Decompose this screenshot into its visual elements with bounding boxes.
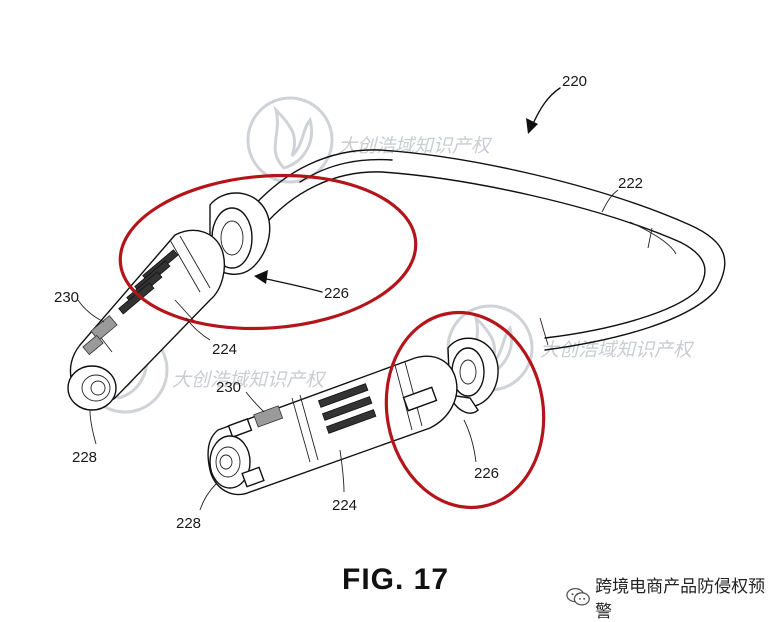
wechat-icon bbox=[566, 587, 590, 606]
watermark-text: 大创浩域知识产权 bbox=[338, 135, 493, 157]
ref-numeral-230-upper: 230 bbox=[54, 289, 79, 306]
rear-earbud-housing bbox=[67, 229, 226, 411]
ref-numeral-228-lower: 228 bbox=[176, 515, 201, 532]
ref-numeral-224-lower: 224 bbox=[332, 497, 357, 514]
highlight-circle-front-hinge bbox=[384, 310, 546, 510]
ref-numeral-224-upper: 224 bbox=[212, 341, 237, 358]
flame-seal-icon bbox=[246, 96, 334, 184]
front-hinge-joint bbox=[447, 337, 499, 414]
source-credit: 跨境电商产品防侵权预警 bbox=[566, 572, 769, 622]
front-earbud-housing bbox=[207, 355, 458, 496]
highlight-circle-rear-hinge bbox=[118, 173, 418, 331]
figure-title: FIG. 17 bbox=[342, 563, 450, 596]
front-button bbox=[253, 405, 284, 428]
ref-numeral-226-upper: 226 bbox=[324, 285, 349, 302]
rear-button bbox=[90, 315, 118, 341]
neckband bbox=[249, 149, 726, 351]
source-credit-text: 跨境电商产品防侵权预警 bbox=[595, 577, 766, 622]
ref-numeral-226-lower: 226 bbox=[474, 465, 499, 482]
ref-numeral-222: 222 bbox=[618, 175, 643, 192]
watermark-text: 大创浩域知识产权 bbox=[172, 369, 327, 391]
watermark-top: 大创浩域知识产权 bbox=[246, 96, 493, 184]
ref-numeral-220: 220 bbox=[562, 73, 587, 90]
leader-lines bbox=[77, 87, 619, 511]
ref-numeral-228-upper: 228 bbox=[72, 449, 97, 466]
ref-numeral-230-lower: 230 bbox=[216, 379, 241, 396]
watermark-text: 大创浩域知识产权 bbox=[540, 339, 695, 361]
rear-grip-ribs bbox=[118, 249, 179, 315]
front-grip-ribs bbox=[317, 383, 377, 434]
